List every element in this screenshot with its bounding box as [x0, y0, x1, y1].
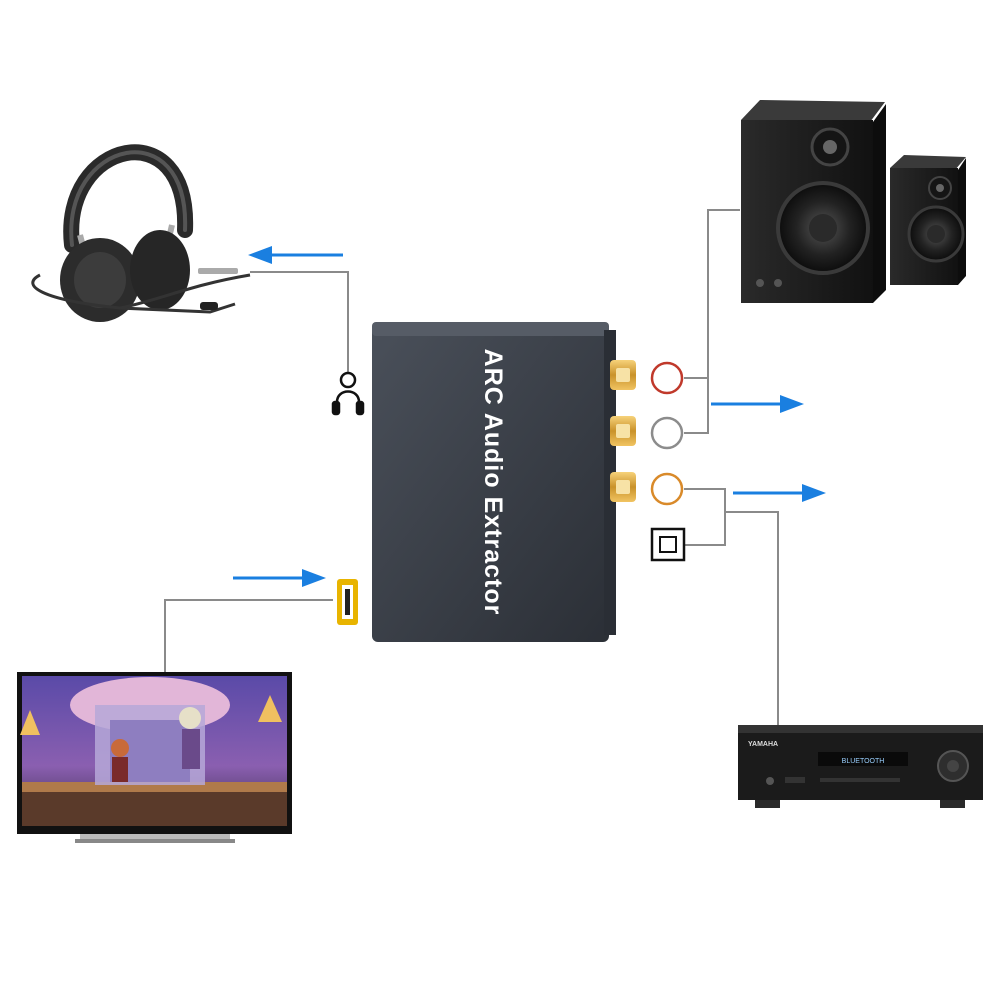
audio-extractor-device: ARC Audio Extractor	[372, 322, 636, 642]
speaker-small	[890, 155, 966, 285]
headphones	[31, 144, 251, 322]
speaker-large	[741, 100, 886, 303]
speaker-wire-bottom	[684, 378, 709, 434]
television	[17, 672, 292, 843]
arrows	[233, 246, 826, 587]
rca-white-port-icon	[650, 416, 684, 450]
hdmi-wire	[164, 599, 333, 672]
receiver-display: BLUETOOTH	[842, 758, 885, 765]
device-label: ARC Audio Extractor	[479, 349, 507, 616]
rca-jack-1	[610, 360, 636, 390]
hdmi-port-icon	[337, 579, 358, 625]
arrow-to-headphones	[248, 246, 343, 264]
arrow-from-tv	[233, 569, 326, 587]
receiver-brand: YAMAHA	[748, 741, 778, 748]
headphone-wire	[250, 271, 349, 372]
speaker-wire-top	[684, 209, 740, 379]
coaxial-port-icon	[650, 472, 684, 506]
receiver-wire-coax	[684, 488, 726, 512]
wires	[164, 209, 779, 725]
rca-red-port-icon	[650, 361, 684, 395]
receiver-wire-optical	[684, 511, 779, 725]
arrow-to-receiver	[733, 484, 826, 502]
rca-jack-3	[610, 472, 636, 502]
rca-jack-2	[610, 416, 636, 446]
arrow-to-speakers	[711, 395, 804, 413]
headphone-jack-icon	[331, 371, 365, 416]
optical-port-icon	[650, 527, 686, 562]
av-receiver: YAMAHA BLUETOOTH	[738, 725, 983, 808]
